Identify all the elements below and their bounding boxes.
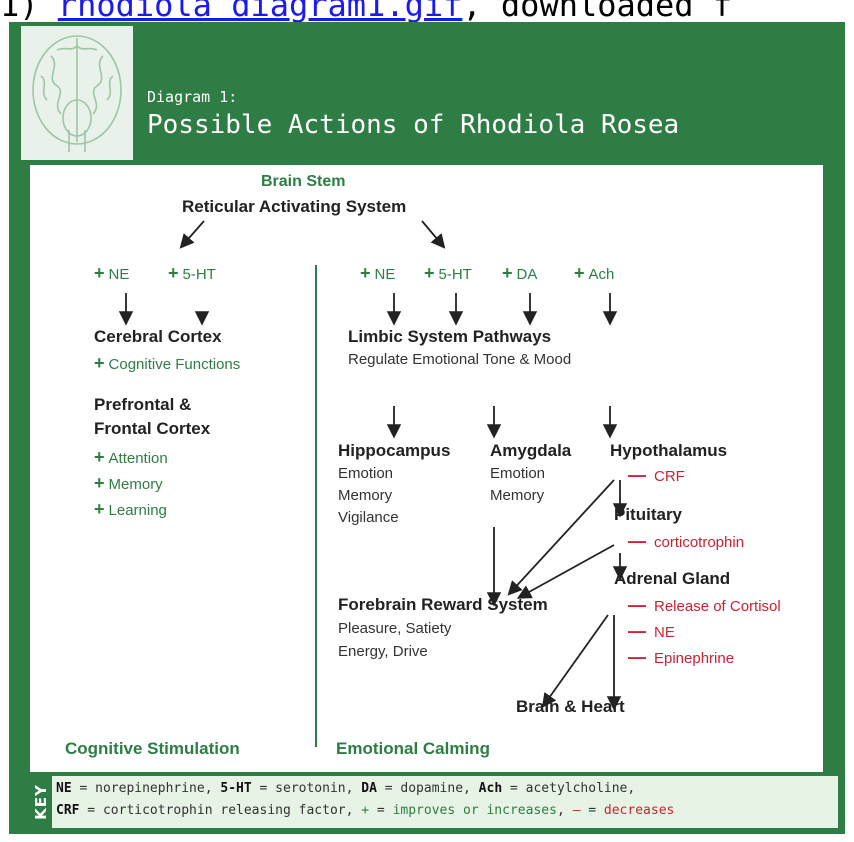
effect-attention: +Attention: [94, 447, 168, 467]
neuro-right-5ht: +5-HT: [424, 263, 472, 283]
section-emotional-calming: Emotional Calming: [336, 739, 490, 758]
effect-learning: +Learning: [94, 499, 167, 519]
neuro-right-ach: +Ach: [574, 263, 615, 283]
caption-prefix: 1): [0, 0, 39, 24]
hippocampus-item-vigilance: Vigilance: [338, 509, 399, 526]
forebrain-title: Forebrain Reward System: [338, 595, 548, 614]
key-segment: DA: [361, 781, 377, 796]
key-segment: ,: [556, 803, 573, 818]
adrenal-effect-cortisol: —Release of Cortisol: [628, 595, 781, 615]
key-segment: = acetylcholine,: [502, 781, 636, 796]
arrow-adrenal-brainheart-left: [541, 614, 609, 708]
key-segment: = serotonin,: [251, 781, 362, 796]
neuro-left-5ht: +5-HT: [168, 263, 216, 283]
pituitary-title: Pituitary: [614, 505, 683, 524]
key-line-1: NE = norepinephrine, 5-HT = serotonin, D…: [56, 781, 635, 796]
adrenal-effect-ne: —NE: [628, 621, 675, 641]
diagram-title: Possible Actions of Rhodiola Rosea: [147, 110, 680, 140]
cognitive-functions-effect: +Cognitive Functions: [94, 353, 241, 373]
brain-stem-label: Brain Stem: [261, 173, 346, 190]
hypothalamus-effect-crf: —CRF: [628, 465, 685, 485]
prefrontal-title-line1: Prefrontal &: [94, 395, 192, 414]
key-segment: +: [361, 803, 370, 818]
key-segment: CRF: [56, 803, 80, 818]
key-segment: = norepinephrine,: [71, 781, 221, 796]
arrow-layer: [118, 220, 628, 747]
key-legend: KEY NE = norepinephrine, 5-HT = serotoni…: [30, 776, 838, 828]
forebrain-line1: Pleasure, Satiety: [338, 620, 452, 637]
brain-heart-label: Brain & Heart: [516, 697, 625, 716]
key-segment: decreases: [603, 803, 675, 818]
key-segment: NE: [56, 781, 72, 796]
neuro-left-ne: +NE: [94, 263, 130, 283]
limbic-title: Limbic System Pathways: [348, 327, 552, 346]
neuro-right-da: +DA: [502, 263, 538, 283]
caption-suffix: , downloaded f: [462, 0, 733, 24]
amygdala-title: Amygdala: [490, 441, 572, 460]
key-segment: =: [369, 803, 393, 818]
diagram-file-link[interactable]: rhodiola_diagram1.gif: [57, 0, 463, 24]
forebrain-line2: Energy, Drive: [338, 643, 428, 660]
adrenal-effect-epinephrine: —Epinephrine: [628, 647, 735, 667]
key-segment: = dopamine,: [376, 781, 479, 796]
pituitary-effect-corticotrophin: —corticotrophin: [628, 531, 745, 551]
amygdala-item-memory: Memory: [490, 487, 545, 504]
arrow-ras-right: [421, 220, 446, 249]
effect-memory: +Memory: [94, 473, 163, 493]
figure-caption: 1) rhodiola_diagram1.gif, downloaded f: [0, 0, 854, 30]
brain-top-view-icon: [21, 26, 133, 160]
hippocampus-title: Hippocampus: [338, 441, 451, 460]
key-segment: = corticotrophin releasing factor,: [79, 803, 362, 818]
key-segment: =: [580, 803, 604, 818]
key-segment: —: [572, 803, 581, 818]
key-line-2: CRF = corticotrophin releasing factor, +…: [56, 803, 674, 818]
arrow-hypothalamus-forebrain: [507, 479, 615, 596]
diagram-frame: Diagram 1: Possible Actions of Rhodiola …: [9, 22, 845, 834]
ras-label: Reticular Activating System: [182, 197, 407, 216]
amygdala-item-emotion: Emotion: [490, 465, 546, 482]
adrenal-title: Adrenal Gland: [614, 569, 731, 588]
key-tag: KEY: [30, 776, 52, 828]
diagram-label: Diagram 1:: [147, 88, 238, 106]
section-cognitive-stimulation: Cognitive Stimulation: [65, 739, 240, 758]
hippocampus-item-emotion: Emotion: [338, 465, 394, 482]
arrow-ras-left: [179, 220, 205, 249]
cerebral-cortex-title: Cerebral Cortex: [94, 327, 222, 346]
prefrontal-title-line2: Frontal Cortex: [94, 419, 211, 438]
key-segment: 5-HT: [220, 781, 252, 796]
arrow-pituitary-forebrain: [516, 544, 615, 599]
diagram-panel: Brain Stem Reticular Activating System +…: [30, 165, 823, 772]
limbic-subtitle: Regulate Emotional Tone & Mood: [348, 351, 572, 368]
neuro-right-ne: +NE: [360, 263, 396, 283]
key-segment: Ach: [478, 781, 503, 796]
hippocampus-item-memory: Memory: [338, 487, 393, 504]
hypothalamus-title: Hypothalamus: [610, 441, 728, 460]
key-segment: improves or increases: [392, 803, 557, 818]
